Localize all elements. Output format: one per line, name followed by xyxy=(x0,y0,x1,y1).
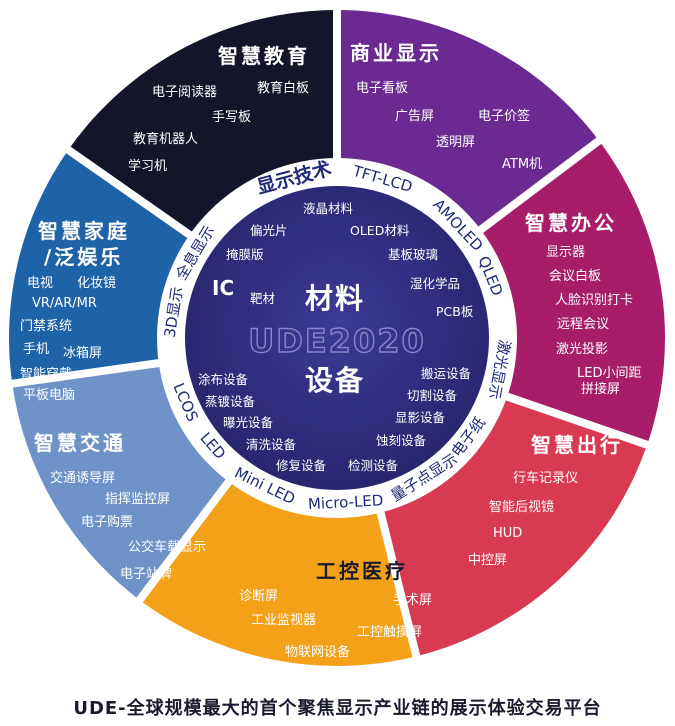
equipment-item: 修复设备 xyxy=(276,458,327,473)
industrial-item: 工业监视器 xyxy=(251,613,316,628)
sector-divider xyxy=(474,136,603,236)
sector-smart-office xyxy=(476,140,665,445)
title-commercial-display: 商业显示 xyxy=(350,41,442,65)
edu-item: 教育白板 xyxy=(257,80,309,96)
sector-divider xyxy=(135,475,235,604)
material-item: PCB板 xyxy=(436,304,474,319)
core-title-equipment: 设备 xyxy=(305,364,365,397)
home-item: 门禁系统 xyxy=(20,319,72,334)
transport-item: 交通诱导屏 xyxy=(50,470,115,486)
sector-smart-education xyxy=(68,10,338,238)
transport-item: 电子站牌 xyxy=(120,566,172,582)
equipment-item: 检测设备 xyxy=(348,458,399,473)
office-item: 显示器 xyxy=(546,245,585,260)
material-item: OLED材料 xyxy=(350,223,410,238)
office-item: LED小间距 xyxy=(577,366,641,381)
equipment-item: 显影设备 xyxy=(395,410,446,425)
equipment-item: 曝光设备 xyxy=(223,415,274,430)
material-item: 液晶材料 xyxy=(303,201,354,216)
commerce-item: 电子看板 xyxy=(356,80,408,96)
commerce-item: 广告屏 xyxy=(395,109,434,124)
edu-item: 电子阅读器 xyxy=(152,85,217,100)
equipment-item: 切割设备 xyxy=(407,388,458,403)
transport-item: 指挥监控屏 xyxy=(105,492,170,507)
industrial-item: 手术屏 xyxy=(393,593,432,608)
edu-item: 学习机 xyxy=(128,158,167,174)
core-circle xyxy=(185,186,489,490)
sector-divider xyxy=(501,391,651,450)
office-item: 远程会议 xyxy=(557,317,609,332)
sector-smart-travel xyxy=(379,394,648,657)
transport-item: 电子购票 xyxy=(81,514,133,530)
home-item: VR/AR/MR xyxy=(32,296,97,311)
industrial-item: 诊断屏 xyxy=(239,589,278,604)
material-item: 掩膜版 xyxy=(226,247,264,262)
commerce-item: ATM机 xyxy=(502,157,542,172)
sector-industrial-medical xyxy=(139,477,417,666)
travel-item: 行车记录仪 xyxy=(513,470,578,486)
ude-logo: UDE2020 xyxy=(248,322,425,360)
title-smart-transport: 智慧交通 xyxy=(34,431,126,455)
office-item: 会议白板 xyxy=(549,268,601,284)
home-item: 智能穿戴 xyxy=(20,366,72,382)
equipment-item: 蚀刻设备 xyxy=(376,433,427,448)
sector-divider xyxy=(64,145,196,241)
title-smart-travel: 智慧出行 xyxy=(531,433,623,457)
material-item: 基板玻璃 xyxy=(388,247,438,262)
commerce-item: 透明屏 xyxy=(436,135,475,150)
edu-item: 手写板 xyxy=(212,110,251,125)
travel-item: HUD xyxy=(493,526,522,541)
home-item: 平板电脑 xyxy=(23,388,75,403)
travel-item: 智能后视镜 xyxy=(489,500,554,515)
office-item: 拼接屏 xyxy=(581,381,620,397)
transport-item: 公交车载显示 xyxy=(128,539,206,555)
sector-smart-transport xyxy=(12,362,232,600)
home-item: 手机 xyxy=(23,342,49,357)
equipment-item: 清洗设备 xyxy=(246,437,297,452)
equipment-item: 蒸镀设备 xyxy=(205,394,256,409)
title-smart-office: 智慧办公 xyxy=(525,211,617,235)
ring-tech-micro-led: Micro-LED xyxy=(307,491,383,513)
office-item: 激光投影 xyxy=(556,341,608,357)
home-item: 冰箱屏 xyxy=(63,345,102,361)
core-title-materials: 材料 xyxy=(305,282,365,315)
sector-divider xyxy=(9,358,165,388)
core-ic-label: IC xyxy=(212,276,234,300)
home-item: 电视 xyxy=(27,276,53,291)
sector-commercial-display xyxy=(337,10,599,233)
edu-item: 教育机器人 xyxy=(133,131,198,147)
sector-dividers xyxy=(9,8,651,660)
commerce-item: 电子价签 xyxy=(478,108,530,124)
material-item: 湿化学品 xyxy=(410,276,460,291)
sector-divider xyxy=(375,506,421,660)
footer-slogan: UDE-全球规模最大的首个聚焦显示产业链的展示体验交易平台 xyxy=(73,698,602,719)
equipment-item: 涂布设备 xyxy=(198,372,249,387)
title-industrial-medical: 工控医疗 xyxy=(316,559,408,583)
home-item: 化妆镜 xyxy=(77,276,116,291)
title-smart-education: 智慧教育 xyxy=(218,44,310,68)
office-item: 人脸识别打卡 xyxy=(555,293,633,308)
industrial-item: 物联网设备 xyxy=(285,644,350,660)
material-item: 靶材 xyxy=(250,291,275,306)
title-smart-home-line1: 智慧家庭 xyxy=(38,219,130,243)
industrial-item: 工控触摸屏 xyxy=(357,625,422,640)
material-item: 偏光片 xyxy=(250,223,288,238)
title-smart-home-line2: /泛娱乐 xyxy=(44,245,123,269)
travel-item: 中控屏 xyxy=(468,553,507,568)
equipment-item: 搬运设备 xyxy=(421,366,472,381)
